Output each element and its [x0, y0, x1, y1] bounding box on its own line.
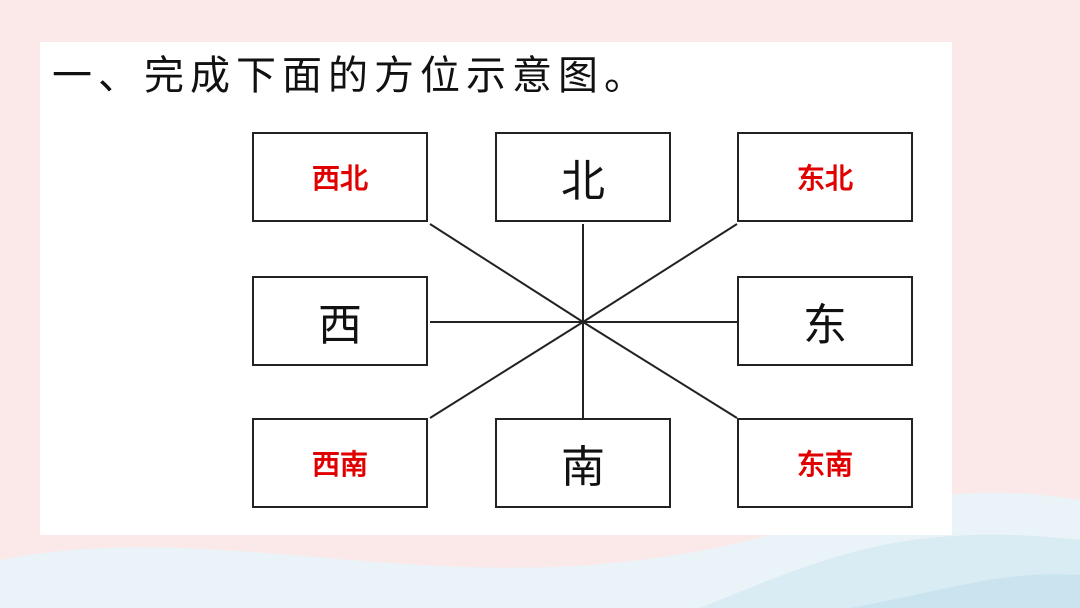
label-south: 南 [561, 442, 605, 493]
label-east: 东 [803, 300, 847, 351]
label-west: 西 [318, 300, 362, 351]
box-east: 东 [737, 276, 913, 366]
line-northeast [582, 223, 738, 323]
label-northwest: 西北 [311, 162, 368, 195]
box-southeast: 东南 [737, 418, 913, 508]
box-northwest: 西北 [252, 132, 428, 222]
box-southwest: 西南 [252, 418, 428, 508]
line-southwest [429, 321, 584, 419]
label-southeast: 东南 [796, 448, 853, 481]
connector-lines [429, 223, 738, 419]
label-southwest: 西南 [311, 448, 368, 481]
box-north: 北 [495, 132, 671, 222]
label-north: 北 [561, 156, 605, 207]
box-south: 南 [495, 418, 671, 508]
question-title: 一、完成下面的方位示意图。 [52, 53, 650, 99]
box-northeast: 东北 [737, 132, 913, 222]
line-northwest [429, 223, 584, 323]
label-northeast: 东北 [796, 162, 853, 195]
box-west: 西 [252, 276, 428, 366]
worksheet-card: 一、完成下面的方位示意图。 西北 北 东北 西 东 西南 南 东南 [40, 42, 952, 535]
line-southeast [582, 321, 738, 419]
